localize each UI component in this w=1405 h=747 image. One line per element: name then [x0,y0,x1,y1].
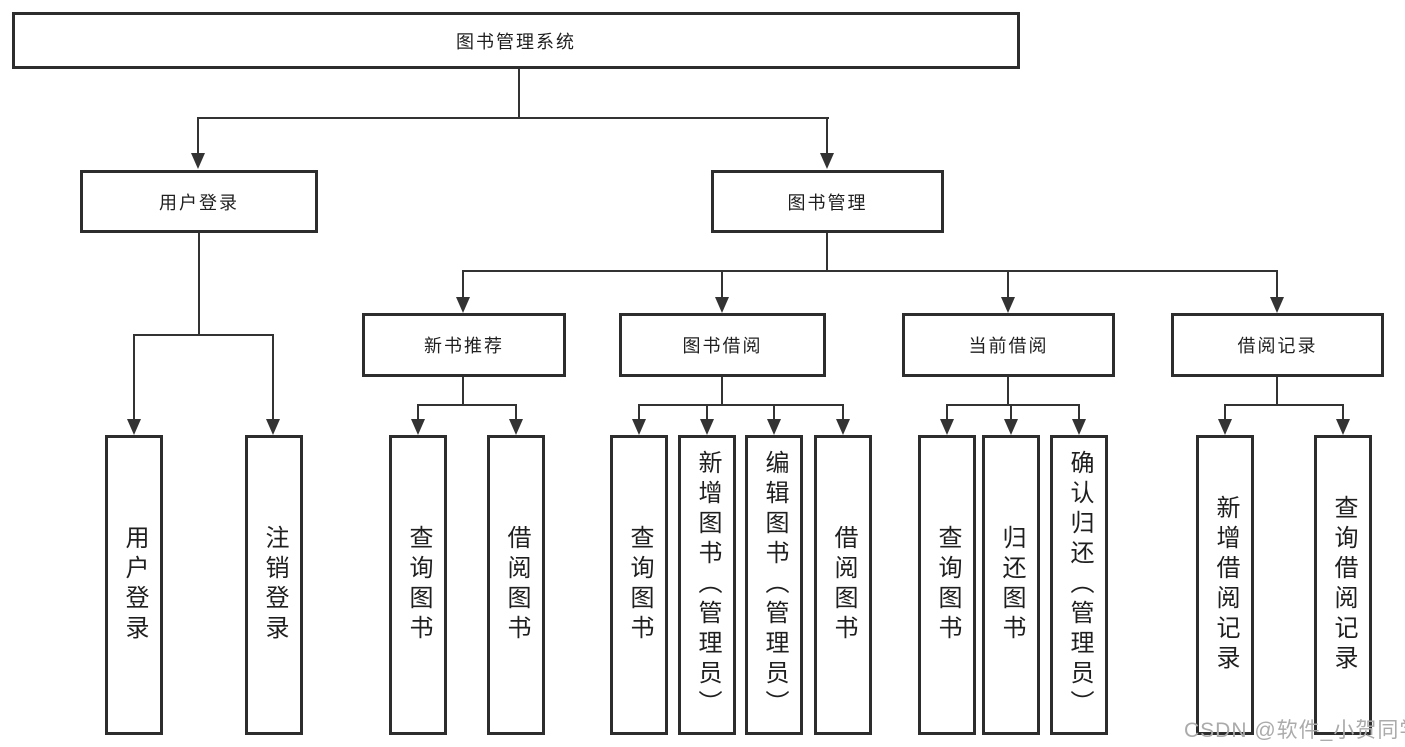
leaf-label: 查询图书 [626,525,653,645]
leaf-label: 借阅图书 [503,525,530,645]
leaf-label: 归还图书 [998,525,1025,645]
connector-line [272,334,274,420]
connector-line [721,377,723,405]
arrowhead-down-icon [1072,419,1086,435]
arrowhead-down-icon [940,419,954,435]
connector-line [1224,404,1226,420]
arrowhead-down-icon [411,419,425,435]
connector-line [198,233,200,335]
connector-line [417,404,517,406]
connector-line [826,233,828,271]
arrowhead-down-icon [456,297,470,313]
connector-line [826,117,828,155]
leaf-label: 确认归还（管理员） [1066,450,1093,720]
arrowhead-down-icon [836,419,850,435]
connector-line [1276,377,1278,405]
arrowhead-down-icon [266,419,280,435]
connector-line [197,117,829,119]
arrowhead-down-icon [191,153,205,169]
leaf-edit-books-admin: 编辑图书（管理员） [745,435,803,735]
connector-line [417,404,419,420]
arrowhead-down-icon [509,419,523,435]
arrowhead-down-icon [1336,419,1350,435]
connector-line [773,404,775,420]
connector-line [1078,404,1080,420]
leaf-confirm-return-admin: 确认归还（管理员） [1050,435,1108,735]
node-borrowing-records: 借阅记录 [1171,313,1384,377]
leaf-query-books-current: 查询图书 [918,435,976,735]
connector-line [518,68,520,118]
arrowhead-down-icon [1218,419,1232,435]
arrowhead-down-icon [1004,419,1018,435]
node-root-system: 图书管理系统 [12,12,1020,69]
leaf-logout: 注销登录 [245,435,303,735]
node-new-book-recommendation: 新书推荐 [362,313,566,377]
leaf-query-borrow-record: 查询借阅记录 [1314,435,1372,735]
leaf-borrow-books: 借阅图书 [814,435,872,735]
arrowhead-down-icon [1001,297,1015,313]
node-book-management: 图书管理 [711,170,944,233]
leaf-label: 编辑图书（管理员） [761,450,788,720]
arrowhead-down-icon [820,153,834,169]
connector-line [1010,404,1012,420]
connector-line [721,270,723,298]
connector-line [462,270,464,298]
leaf-label: 新增借阅记录 [1212,495,1239,675]
leaf-label: 查询图书 [405,525,432,645]
connector-line [946,404,1080,406]
leaf-add-borrow-record: 新增借阅记录 [1196,435,1254,735]
connector-line [706,404,708,420]
arrowhead-down-icon [1270,297,1284,313]
leaf-label: 借阅图书 [830,525,857,645]
node-book-borrowing: 图书借阅 [619,313,826,377]
connector-line [1007,270,1009,298]
leaf-label: 查询图书 [934,525,961,645]
leaf-return-books: 归还图书 [982,435,1040,735]
connector-line [515,404,517,420]
connector-line [462,270,1278,272]
connector-line [842,404,844,420]
connector-line [638,404,640,420]
connector-line [1007,377,1009,405]
leaf-label: 注销登录 [261,525,288,645]
leaf-borrow-books-recommend: 借阅图书 [487,435,545,735]
arrowhead-down-icon [700,419,714,435]
connector-line [462,377,464,405]
leaf-user-login: 用户登录 [105,435,163,735]
node-current-borrowing: 当前借阅 [902,313,1115,377]
arrowhead-down-icon [767,419,781,435]
arrowhead-down-icon [127,419,141,435]
leaf-query-books-recommend: 查询图书 [389,435,447,735]
arrowhead-down-icon [715,297,729,313]
leaf-label: 新增图书（管理员） [694,450,721,720]
connector-line [197,117,199,155]
connector-line [638,404,843,406]
connector-line [133,334,135,420]
leaf-query-books-borrowing: 查询图书 [610,435,668,735]
connector-line [1224,404,1344,406]
leaf-add-books-admin: 新增图书（管理员） [678,435,736,735]
arrowhead-down-icon [632,419,646,435]
leaf-label: 查询借阅记录 [1330,495,1357,675]
connector-line [1342,404,1344,420]
connector-line [133,334,274,336]
node-user-login: 用户登录 [80,170,318,233]
leaf-label: 用户登录 [121,525,148,645]
connector-line [946,404,948,420]
connector-line [1276,270,1278,298]
